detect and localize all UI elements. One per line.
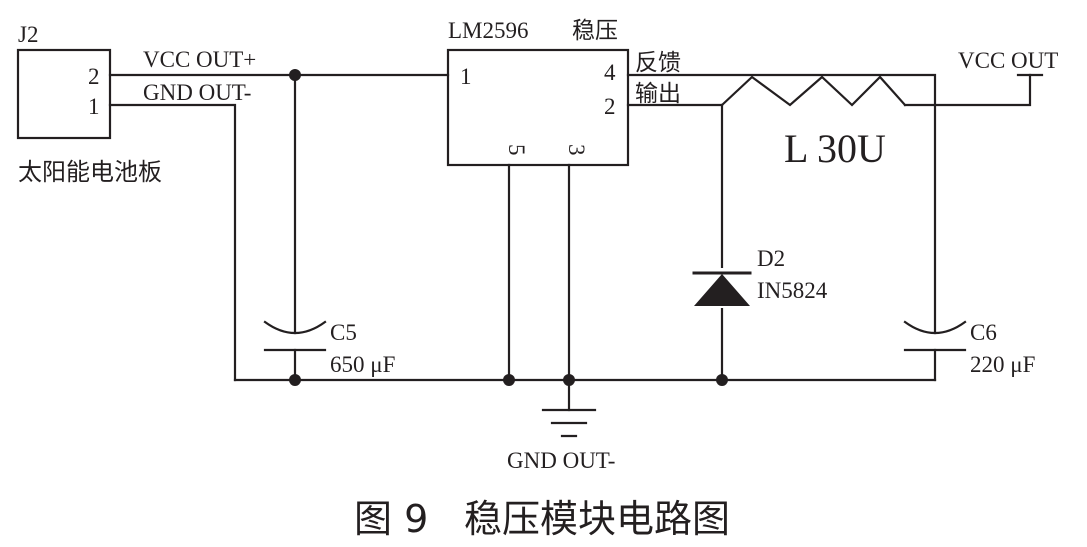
connector-pin-2: 2 [88,64,100,89]
capacitor-c6-value: 220 μF [970,352,1035,377]
regulator-pin-5: 5 [504,144,529,156]
regulator-pin-2-name: 输出 [635,81,681,106]
diode-part: IN5824 [757,278,828,303]
inductor-label: L 30U [784,126,886,171]
capacitor-c5-value: 650 μF [330,352,395,377]
capacitor-c5-ref: C5 [330,320,357,345]
diode-d2: D2 IN5824 [692,246,828,308]
ground-symbol: GND OUT- [507,378,615,473]
figure-caption: 图 9 稳压模块电路图 [354,497,730,541]
regulator-pin-3: 3 [564,144,589,156]
capacitor-c5-curved-plate [263,320,327,334]
connector-ref: J2 [18,22,38,47]
regulator-pin-1: 1 [460,64,472,89]
caption-number: 图 9 [354,497,428,541]
connector-pin-1: 1 [88,94,100,119]
regulator-body [446,48,630,167]
capacitor-c5: C5 650 μF [263,320,395,382]
connector-j2: J2 2 1 太阳能电池板 [16,22,162,186]
input-wires: VCC OUT+ GND OUT- [108,47,450,382]
net-label-gnd-in: GND OUT- [143,80,251,105]
junction-dot [503,374,515,386]
wire-vcc-out [903,73,1032,107]
regulator-pin-2: 2 [604,94,616,119]
junction-dot [716,374,728,386]
regulator-part: LM2596 [448,18,529,43]
net-label-vcc-in: VCC OUT+ [143,47,256,72]
inductor-coil [720,75,907,107]
junction-dot [289,374,301,386]
junction-dot [563,374,575,386]
capacitor-c6: C6 220 μF [903,320,1035,382]
connector-description: 太阳能电池板 [18,159,162,186]
inductor: L 30U [720,75,907,171]
net-label-vcc-out: VCC OUT [958,48,1058,73]
regulator-lm2596: LM2596 稳压 1 4 2 5 3 反馈 输出 [446,18,681,382]
ground-bus [233,374,937,386]
output-wires: VCC OUT [626,48,1058,382]
wire-feedback [626,73,937,335]
connector-body [16,48,112,140]
wire-gnd-in [108,103,237,382]
capacitor-c6-ref: C6 [970,320,997,345]
caption-title: 稳压模块电路图 [464,497,730,541]
capacitor-c6-curved-plate [903,320,967,334]
net-label-gnd-out: GND OUT- [507,448,615,473]
regulator-pin-4-name: 反馈 [635,50,681,75]
diode-triangle [694,274,750,306]
regulator-function: 稳压 [572,18,618,43]
regulator-pin-4: 4 [604,60,616,85]
diode-ref: D2 [757,246,785,271]
